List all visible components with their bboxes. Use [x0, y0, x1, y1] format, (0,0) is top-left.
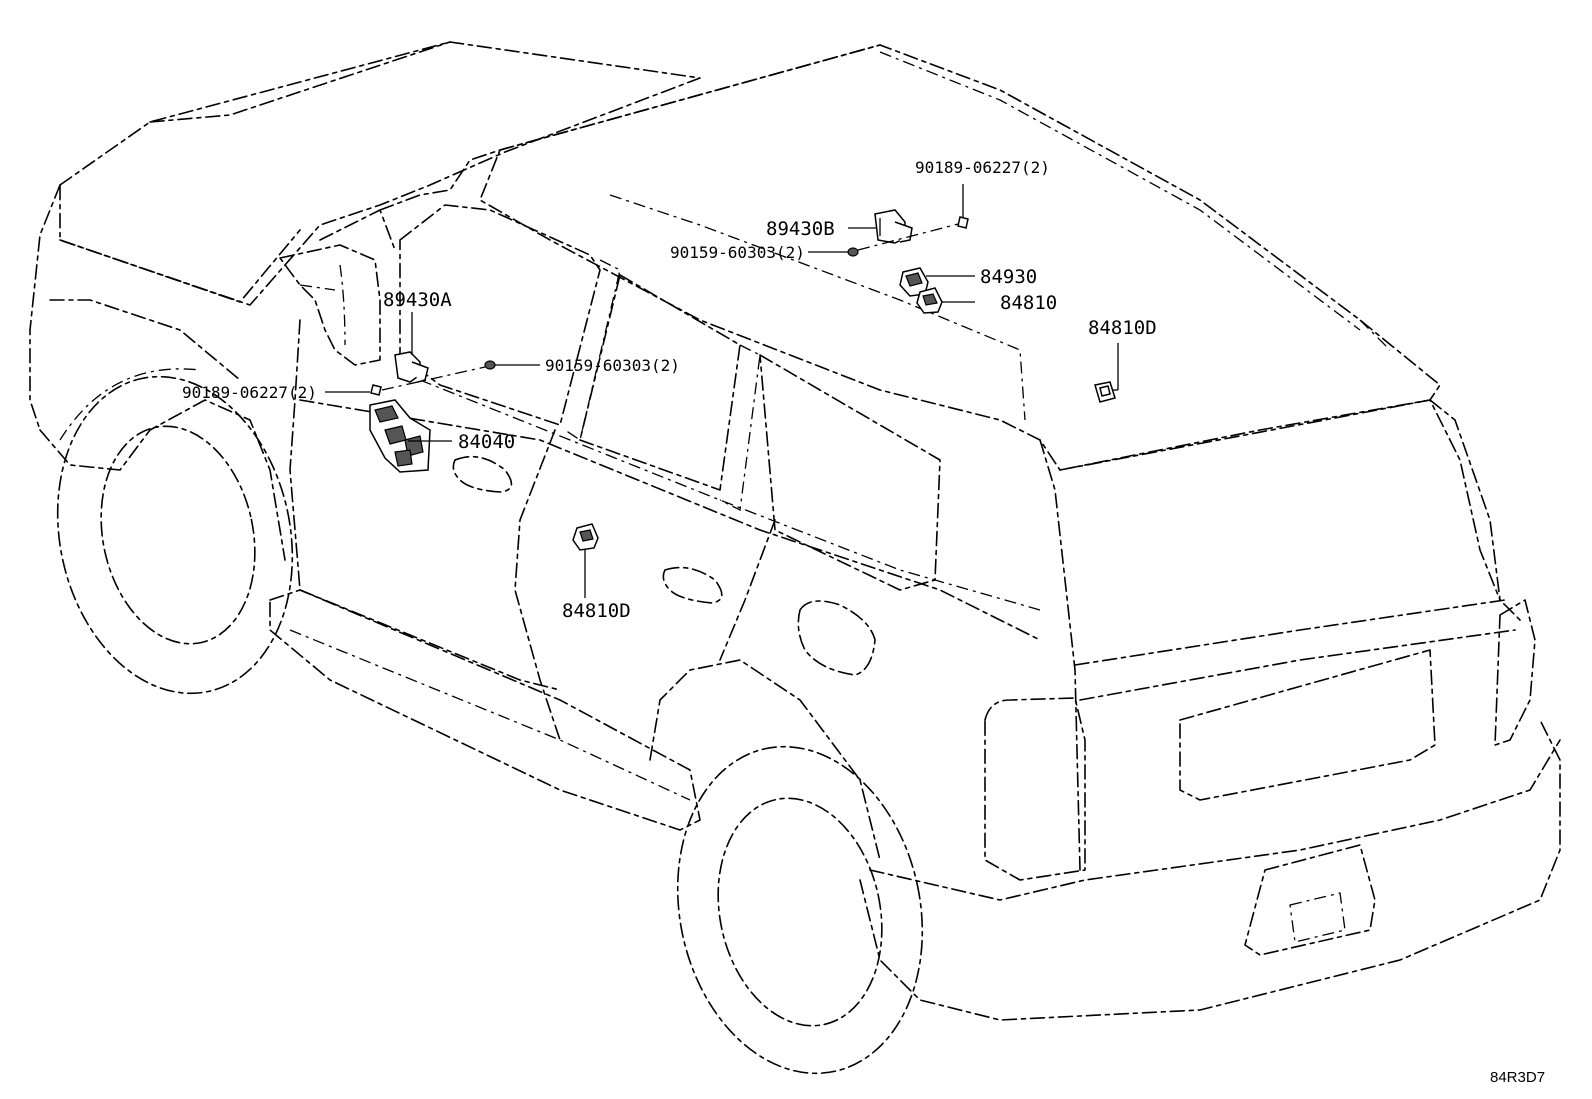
reference-code: 84R3D7 — [1490, 1069, 1545, 1086]
label-84930: 84930 — [980, 266, 1037, 288]
leader-lines — [325, 184, 1119, 598]
screw-90189-left-icon — [370, 384, 382, 396]
switch-84930-icon — [899, 267, 929, 297]
label-84810: 84810 — [1000, 292, 1057, 314]
sensor-89430B-icon — [874, 209, 913, 244]
label-89430B: 89430B — [766, 218, 835, 240]
switch-84810D-door-icon — [572, 523, 599, 551]
label-90189-06227-top: 90189-06227(2) — [915, 158, 1050, 177]
label-90159-60303-top: 90159-60303(2) — [670, 243, 805, 262]
sensor-89430A-icon — [394, 351, 429, 383]
switch-84810D-rear-icon — [1094, 381, 1116, 403]
screw-90189-top-icon — [957, 216, 969, 229]
label-90189-06227-left: 90189-06227(2) — [182, 383, 317, 402]
label-84810D-door: 84810D — [562, 600, 631, 622]
switch-84040-icon — [369, 399, 431, 473]
label-89430A: 89430A — [383, 289, 452, 311]
label-90159-60303-left: 90159-60303(2) — [545, 356, 680, 375]
label-84040: 84040 — [458, 431, 515, 453]
label-84810D-rear: 84810D — [1088, 317, 1157, 339]
vehicle-outline — [29, 41, 1561, 1075]
bolt-90159-top-icon — [847, 247, 859, 257]
bolt-90159-left-icon — [484, 360, 496, 370]
switch-84810-icon — [916, 287, 943, 314]
part-labels: 89430B 90189-06227(2) 90159-60303(2) 849… — [182, 158, 1157, 622]
